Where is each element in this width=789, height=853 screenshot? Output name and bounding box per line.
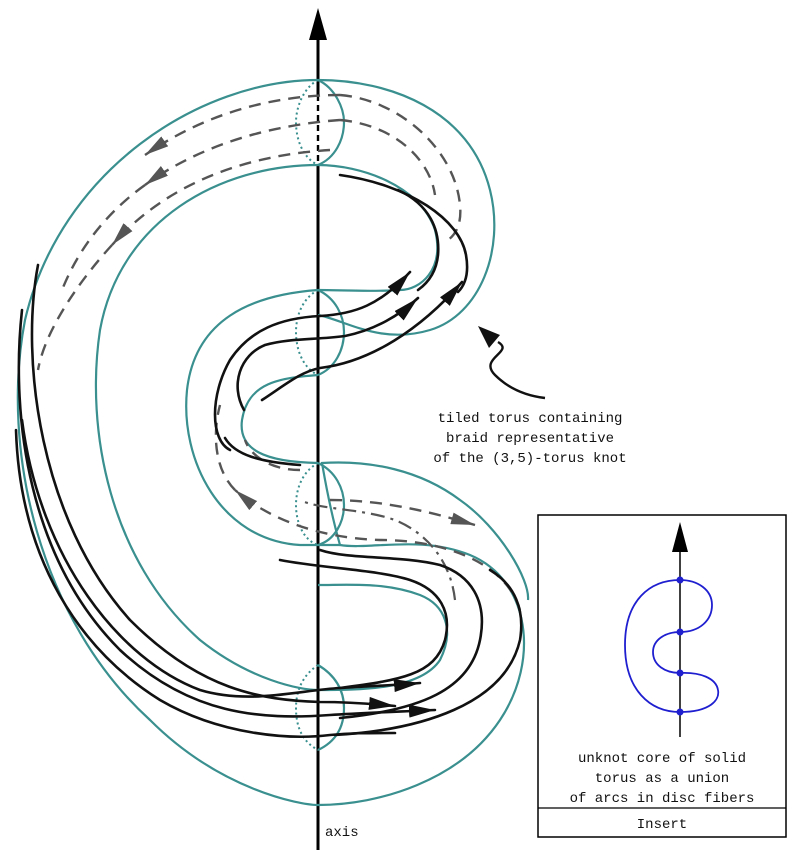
disc-fiber-bottom <box>294 664 346 751</box>
disc-fiber-top <box>294 79 346 167</box>
insert-core-point-1 <box>676 576 684 584</box>
strand-13 <box>223 436 302 467</box>
strand-5 <box>278 558 449 690</box>
strand-11 <box>236 296 420 412</box>
disc-fiber-upper-middle <box>294 289 346 377</box>
strand-1 <box>17 308 437 718</box>
insert-panel: unknot core of solid torus as a union of… <box>537 514 787 838</box>
annotation-line-2: braid representative <box>446 431 614 447</box>
disc-fibers <box>294 79 346 751</box>
disc-fiber-lower-middle <box>294 462 346 547</box>
solid-torus <box>16 78 530 807</box>
main-axis <box>309 8 327 850</box>
insert-core-point-2 <box>676 628 684 636</box>
hidden-strand-4 <box>234 489 522 611</box>
strand-12 <box>260 280 464 402</box>
torus-inner-boundary <box>94 163 449 692</box>
braid-strands <box>14 173 523 738</box>
hidden-strands <box>36 93 522 611</box>
insert-core-curve <box>624 579 720 713</box>
annotation-arrow-head <box>478 326 500 348</box>
insert-caption-line-2: torus as a union <box>595 771 729 787</box>
annotation-line-1: tiled torus containing <box>438 411 623 427</box>
insert-core-point-3 <box>676 669 684 677</box>
insert-axis-arrow-head <box>672 522 688 552</box>
torus-outer-right-lobe <box>317 78 496 336</box>
axis-arrow-head <box>309 8 327 40</box>
strand-8 <box>396 188 440 292</box>
insert-caption: unknot core of solid torus as a union of… <box>570 751 755 833</box>
hidden-strand-2-lead <box>60 184 146 291</box>
hidden-strand-2 <box>144 118 341 186</box>
hidden-strand-7 <box>243 439 301 472</box>
insert-core-point-4 <box>676 708 684 716</box>
strand-6 <box>318 548 484 720</box>
insert-caption-line-1: unknot core of solid <box>578 751 746 767</box>
annotation-pointer <box>478 326 546 400</box>
insert-title: Insert <box>637 817 687 833</box>
torus-outer-boundary <box>16 78 530 807</box>
strand-7 <box>333 568 523 737</box>
hidden-strand-4-lead <box>214 404 236 491</box>
strand-9 <box>338 173 469 294</box>
axis-label: axis <box>325 825 359 841</box>
torus-outer-s-bend <box>185 288 340 547</box>
insert-frame <box>537 514 787 838</box>
annotation-line-3: of the (3,5)-torus knot <box>433 451 626 467</box>
strand-2 <box>30 263 397 710</box>
hidden-strand-3 <box>111 148 331 246</box>
annotation-curve <box>489 340 546 400</box>
hidden-strand-6 <box>329 498 476 527</box>
annotation-text: tiled torus containing braid representat… <box>433 411 626 467</box>
strand-4 <box>20 418 422 698</box>
strand-10 <box>213 270 412 452</box>
torus-inner-s-bend <box>240 373 319 465</box>
torus-inner-right <box>317 163 439 292</box>
insert-caption-line-3: of arcs in disc fibers <box>570 791 755 807</box>
hidden-strand-1 <box>144 93 341 156</box>
